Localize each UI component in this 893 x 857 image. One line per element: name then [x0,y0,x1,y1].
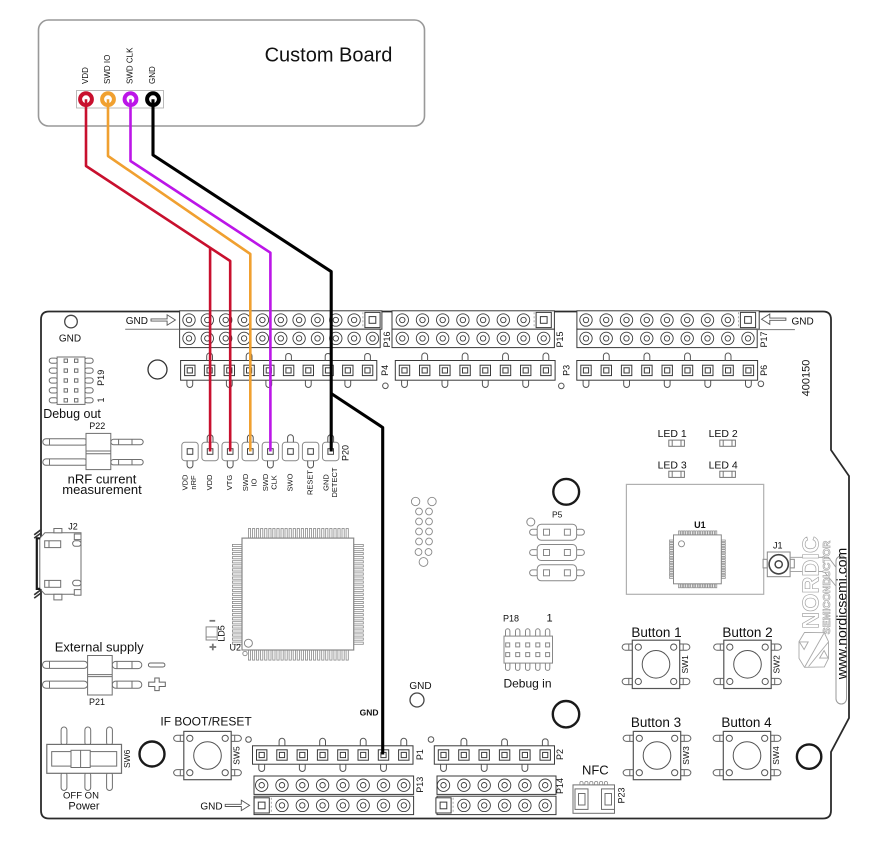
svg-text:1: 1 [547,613,553,625]
svg-text:LD5: LD5 [217,625,227,642]
svg-text:SWD CLK: SWD CLK [126,47,135,84]
svg-text:LED 3: LED 3 [658,459,687,471]
svg-text:P15: P15 [555,331,565,347]
svg-text:400150: 400150 [801,360,813,397]
svg-text:P18: P18 [503,614,519,624]
svg-text:GND: GND [59,334,81,345]
svg-text:DETECT: DETECT [330,467,339,497]
svg-text:SWD: SWD [261,473,270,491]
svg-text:SWD IO: SWD IO [103,55,112,84]
svg-text:nRF: nRF [189,475,198,490]
svg-text:External supply: External supply [55,640,144,655]
svg-text:1: 1 [96,397,106,402]
svg-text:P3: P3 [562,365,572,376]
svg-text:P4: P4 [380,365,390,376]
svg-text:U1: U1 [694,520,706,530]
svg-text:Debug out: Debug out [43,407,101,421]
svg-text:P6: P6 [759,365,769,376]
svg-text:Button 2: Button 2 [722,625,772,640]
svg-text:P17: P17 [759,331,769,347]
svg-text:Button 1: Button 1 [631,625,681,640]
svg-text:P21: P21 [89,697,105,707]
svg-text:Debug in: Debug in [503,677,551,691]
svg-text:SWD: SWD [241,473,250,491]
svg-text:P19: P19 [96,370,106,386]
svg-text:IO: IO [250,478,259,486]
svg-text:VDD: VDD [81,67,90,84]
svg-text:SW6: SW6 [122,749,132,768]
svg-text:P2: P2 [555,749,565,760]
svg-text:P22: P22 [89,421,105,431]
svg-text:NFC: NFC [582,763,609,778]
svg-text:U2: U2 [229,643,241,653]
svg-text:RESET: RESET [306,470,315,495]
svg-text:P14: P14 [555,778,565,794]
svg-text:OFF ON: OFF ON [63,791,99,802]
svg-text:VDD: VDD [205,474,214,490]
svg-text:Custom Board: Custom Board [265,45,393,67]
svg-text:P5: P5 [552,510,563,520]
svg-text:Power: Power [68,801,100,813]
svg-text:GND: GND [148,66,157,84]
svg-text:SW1: SW1 [680,655,690,674]
svg-text:GND: GND [409,681,431,692]
svg-text:GND: GND [792,317,814,328]
svg-text:LED 2: LED 2 [709,428,738,440]
svg-text:SWO: SWO [285,473,294,491]
svg-text:www.nordicsemi.com: www.nordicsemi.com [833,548,849,680]
svg-text:nRF current: nRF current [68,471,137,486]
svg-text:measurement: measurement [62,482,142,497]
svg-text:J1: J1 [773,541,783,551]
svg-text:SW2: SW2 [772,655,782,674]
svg-text:LED 4: LED 4 [709,459,738,471]
svg-text:SW3: SW3 [681,746,691,765]
svg-text:VTG: VTG [225,475,234,491]
svg-text:SEMICONDUCTOR: SEMICONDUCTOR [821,540,833,634]
svg-text:IF BOOT/RESET: IF BOOT/RESET [160,715,252,729]
svg-text:GND: GND [360,708,379,718]
svg-text:P20: P20 [341,445,351,461]
svg-text:CLK: CLK [270,475,279,490]
svg-text:SW4: SW4 [771,746,781,765]
svg-text:LED 1: LED 1 [658,428,687,440]
svg-text:P16: P16 [382,331,392,347]
svg-text:GND: GND [126,316,148,327]
svg-text:GND: GND [200,802,222,813]
svg-text:P13: P13 [415,777,425,793]
svg-text:P23: P23 [617,787,627,803]
svg-text:Button 4: Button 4 [721,715,772,730]
svg-text:J2: J2 [68,522,78,532]
svg-text:Button 3: Button 3 [631,715,681,730]
svg-text:VDD: VDD [181,474,190,490]
svg-text:P1: P1 [415,749,425,760]
svg-text:GND: GND [321,474,330,491]
svg-text:NORDIC: NORDIC [798,536,824,629]
svg-text:SW5: SW5 [232,746,242,765]
